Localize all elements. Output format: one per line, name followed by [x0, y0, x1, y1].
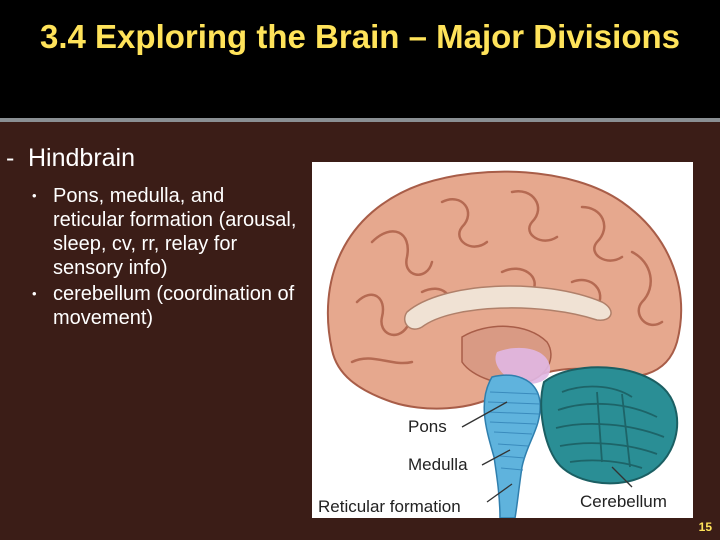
gyri-lines [350, 189, 664, 365]
bullet-text: cerebellum (coordination of movement) [53, 283, 295, 329]
label-reticular-formation: Reticular formation [318, 497, 461, 516]
pointer-lines [461, 401, 633, 503]
title-bar: 3.4 Exploring the Brain – Major Division… [0, 0, 720, 118]
bullet-dot-icon: • [32, 286, 37, 301]
level1-text: Hindbrain [28, 144, 136, 172]
cerebellum-folia [555, 385, 665, 469]
bullet-item: • Pons, medulla, and reticular formation… [30, 184, 300, 280]
bullet-text: Pons, medulla, and reticular formation (… [53, 185, 297, 279]
label-cerebellum: Cerebellum [580, 492, 667, 511]
slide-title: 3.4 Exploring the Brain – Major Division… [40, 18, 680, 55]
brain-illustration: Pons Medulla Reticular formation Cerebel… [318, 170, 683, 518]
brainstem-stripes [487, 391, 541, 471]
label-medulla: Medulla [408, 455, 468, 474]
brain-figure: Pons Medulla Reticular formation Cerebel… [312, 162, 693, 518]
bullet-list: • Pons, medulla, and reticular formation… [30, 184, 300, 332]
bullet-item: • cerebellum (coordination of movement) [30, 282, 300, 330]
brainstem-shape [483, 374, 541, 518]
label-pons: Pons [408, 417, 447, 436]
level1-bullet: -Hindbrain [6, 141, 135, 175]
title-divider [0, 118, 720, 122]
bullet-dot-icon: • [32, 188, 37, 203]
page-number: 15 [698, 520, 712, 534]
dash-marker: - [6, 144, 15, 172]
corpus-callosum-shape [403, 285, 612, 330]
